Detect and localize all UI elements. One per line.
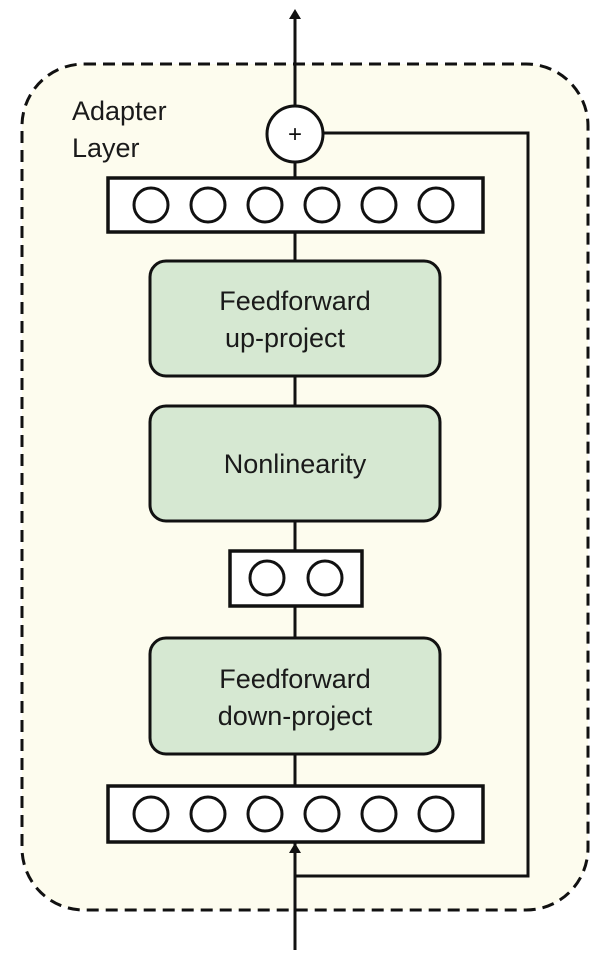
bottleneck-vector-unit-1 <box>248 559 286 597</box>
adapter-label-line1: Adapter <box>72 96 167 126</box>
output-vector-units <box>132 186 455 224</box>
nonlinearity-label: Nonlinearity <box>224 449 367 479</box>
input-vector-unit-2 <box>189 795 227 833</box>
up-project-box <box>148 259 442 378</box>
up-project-block: Feedforward up-project <box>148 259 442 378</box>
input-vector-unit-3 <box>246 795 284 833</box>
output-vector-unit-4 <box>303 186 341 224</box>
bottleneck-vector-units <box>248 559 344 597</box>
bottleneck-vector-unit-2 <box>306 559 344 597</box>
output-vector-unit-5 <box>360 186 398 224</box>
input-vector-unit-6 <box>417 795 455 833</box>
bottleneck-vector <box>228 549 364 608</box>
output-vector-unit-6 <box>417 186 455 224</box>
output-vector-unit-1 <box>132 186 170 224</box>
input-vector-unit-1 <box>132 795 170 833</box>
up-project-label-line2: up-project <box>225 323 346 353</box>
up-project-label-line1: Feedforward <box>219 286 371 316</box>
down-project-box <box>148 636 442 756</box>
input-vector <box>106 784 485 844</box>
residual-connection <box>295 131 530 878</box>
input-vector-unit-5 <box>360 795 398 833</box>
down-project-block: Feedforward down-project <box>148 636 442 756</box>
output-vector-unit-3 <box>246 186 284 224</box>
sum-node <box>265 104 325 164</box>
down-project-label-line2: down-project <box>218 701 373 731</box>
output-vector <box>106 176 485 234</box>
nonlinearity-block: Nonlinearity <box>148 404 442 523</box>
input-vector-units <box>132 795 455 833</box>
nonlinearity-box <box>148 404 442 523</box>
sum-node-symbol: + <box>288 121 302 148</box>
adapter-label-line2: Layer <box>72 133 140 163</box>
output-vector-unit-2 <box>189 186 227 224</box>
input-vector-unit-4 <box>303 795 341 833</box>
down-project-label-line1: Feedforward <box>219 664 371 694</box>
